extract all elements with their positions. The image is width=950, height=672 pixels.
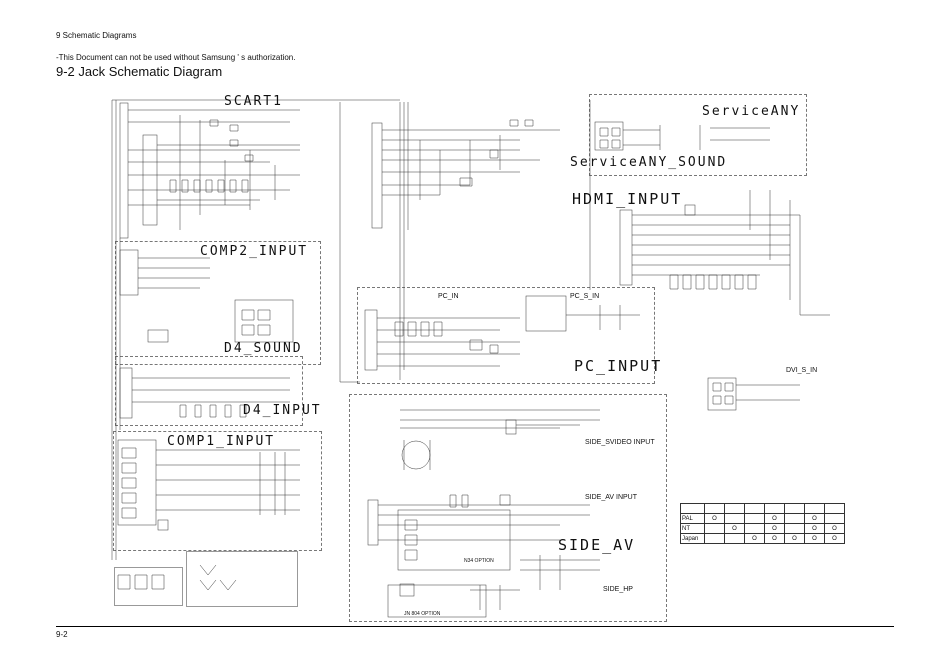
table-header-row — [680, 503, 845, 514]
table-cell — [704, 533, 725, 544]
table-cell — [824, 513, 845, 524]
jn804-option-label: JN 804 OPTION — [404, 611, 441, 617]
scart1-label: SCART1 — [224, 94, 283, 109]
pc-input-label: PC_INPUT — [574, 357, 663, 375]
service-any-label: ServiceANY — [702, 104, 801, 119]
d4-connector — [119, 367, 133, 419]
table-cell: O — [824, 523, 845, 534]
d4-input-frame — [115, 356, 303, 426]
table-cell: O — [724, 523, 745, 534]
row-label: PAL — [680, 513, 705, 524]
region-option-table: PAL O O O NT O O O O Japan O O O O O — [680, 503, 845, 544]
scart1-jack — [142, 134, 158, 226]
table-cell: O — [804, 523, 825, 534]
service-any-sound-label: ServiceANY_SOUND — [570, 155, 728, 170]
hdmi-connector — [619, 209, 633, 286]
row-label: Japan — [680, 533, 705, 544]
side-av-label: SIDE_AV — [558, 536, 636, 554]
dvi-s-in-label: DVI_S_IN — [786, 367, 818, 374]
comp1-input-frame — [113, 431, 322, 551]
table-cell — [744, 523, 765, 534]
table-cell: O — [804, 513, 825, 524]
table-row: PAL O O O — [680, 513, 845, 524]
side-av-input-label: SIDE_AV INPUT — [585, 494, 637, 501]
section-heading: 9 Schematic Diagrams — [56, 31, 137, 40]
pc-connector — [364, 309, 378, 371]
legend-frame-2 — [186, 551, 298, 607]
comp1-input-label: COMP1_INPUT — [167, 434, 276, 449]
scart1-connector — [119, 102, 129, 239]
table-cell: O — [764, 523, 785, 534]
n34-option-label: N34 OPTION — [464, 558, 494, 564]
table-cell: O — [784, 533, 805, 544]
pc-in-label: PC_IN — [438, 293, 459, 300]
row-label: NT — [680, 523, 705, 534]
legend-frame-1 — [114, 567, 183, 606]
table-cell: O — [704, 513, 725, 524]
service-any-frame — [589, 94, 807, 176]
pc-input-frame — [357, 287, 655, 384]
table-row: Japan O O O O O — [680, 533, 845, 544]
table-cell — [784, 513, 805, 524]
comp2-connector — [119, 249, 139, 296]
table-cell — [744, 513, 765, 524]
table-cell: O — [824, 533, 845, 544]
table-cell: O — [764, 513, 785, 524]
table-row: NT O O O O — [680, 523, 845, 534]
table-cell: O — [764, 533, 785, 544]
comp2-input-label: COMP2_INPUT — [200, 244, 309, 259]
page-number: 9-2 — [56, 630, 68, 639]
d4-input-label: D4_INPUT — [243, 403, 322, 418]
pc-s-in-label: PC_S_IN — [570, 293, 600, 300]
table-cell: O — [804, 533, 825, 544]
side-av-connector — [367, 499, 379, 546]
hdmi-input-label: HDMI_INPUT — [572, 190, 683, 208]
table-cell — [724, 533, 745, 544]
authorization-notice: -This Document can not be used without S… — [56, 53, 296, 62]
comp1-jacks — [117, 439, 157, 526]
table-cell: O — [744, 533, 765, 544]
footer-rule — [56, 626, 894, 627]
side-svideo-input-label: SIDE_SVIDEO INPUT — [585, 439, 655, 446]
table-cell — [704, 523, 725, 534]
d4-sound-label: D4_SOUND — [224, 341, 303, 356]
table-cell — [724, 513, 745, 524]
table-cell — [784, 523, 805, 534]
page-title: 9-2 Jack Schematic Diagram — [56, 64, 223, 79]
side-hp-label: SIDE_HP — [603, 586, 633, 593]
side-av-frame — [349, 394, 667, 622]
center-connector — [371, 122, 383, 229]
comp2-input-frame — [115, 241, 321, 365]
